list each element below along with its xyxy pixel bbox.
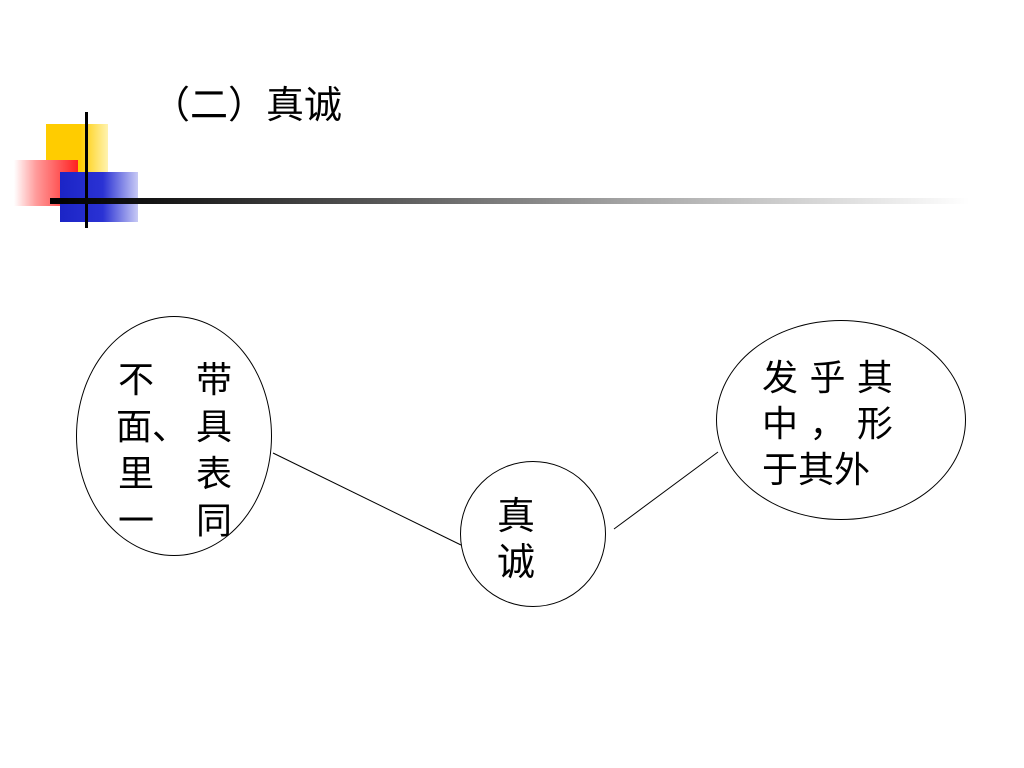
right-node-line-1: 发 乎 其: [762, 358, 893, 399]
center-node-label: 真诚: [496, 494, 535, 584]
left-node-text-column-2: 带具表同: [195, 360, 232, 542]
right-node-line-3: 于其外: [762, 450, 871, 491]
title-underline-rule: [50, 198, 970, 204]
left-node-text-column-1: 不面、里一: [116, 360, 189, 542]
connector-left-center: [272, 452, 462, 546]
slide-title: （二）真诚: [152, 83, 343, 127]
right-concept-node: [716, 320, 966, 520]
left-concept-node: [76, 316, 272, 556]
connector-center-right: [613, 451, 719, 530]
center-concept-node: [460, 461, 606, 607]
decor-vertical-line: [85, 112, 88, 228]
decor-blue-square: [60, 172, 138, 222]
right-node-line-2: 中 ， 形: [762, 404, 893, 445]
